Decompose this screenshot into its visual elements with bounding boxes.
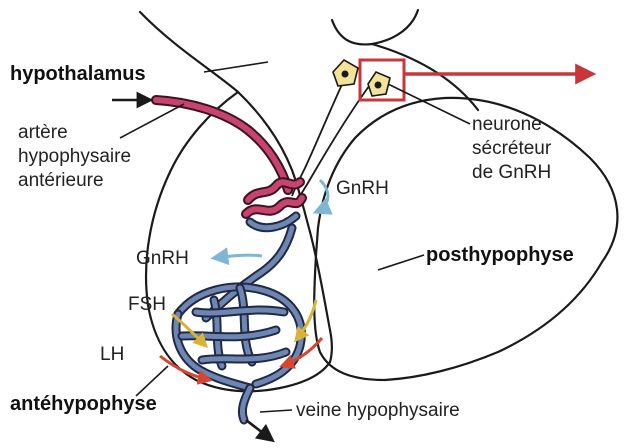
- gnrh-release-arrow: [316, 180, 328, 212]
- label-antehypophyse: antéhypophyse: [10, 393, 157, 415]
- label-fsh: FSH: [128, 294, 166, 315]
- portal-vessel-network: [176, 216, 301, 420]
- label-lh: LH: [100, 344, 124, 365]
- label-gnrh-left: GnRH: [136, 248, 189, 269]
- label-hypothalamus: hypothalamus: [10, 63, 146, 85]
- posthypophyse-lobe: [314, 98, 617, 380]
- hypothalamus-leader: [204, 62, 268, 72]
- gnrh-neuron-body-1: [333, 60, 358, 86]
- antehypophyse-leader: [136, 366, 168, 396]
- label-neurone-line3: de GnRH: [472, 162, 551, 183]
- label-veine: veine hypophysaire: [296, 400, 460, 421]
- label-artere-line1: artère: [18, 122, 68, 143]
- gnrh-neuron-body-2: [368, 72, 390, 96]
- hypothalamus-outline: [140, 10, 478, 232]
- posthypophyse-leader: [378, 255, 424, 270]
- label-neurone-line1: neurone: [472, 114, 542, 135]
- label-posthypophyse: posthypophyse: [426, 244, 574, 266]
- label-neurone-line2: sécréteur: [472, 138, 552, 159]
- veine-leader: [260, 410, 292, 412]
- gnrh-delivery-arrow: [214, 255, 262, 258]
- artere-leader: [120, 104, 184, 138]
- label-gnrh-upper: GnRH: [336, 178, 389, 199]
- label-artere-line3: antérieure: [18, 170, 104, 191]
- vein-exit-arrow: [246, 420, 272, 440]
- label-artere-line2: hypophysaire: [18, 146, 131, 167]
- neurone-leader: [388, 84, 470, 124]
